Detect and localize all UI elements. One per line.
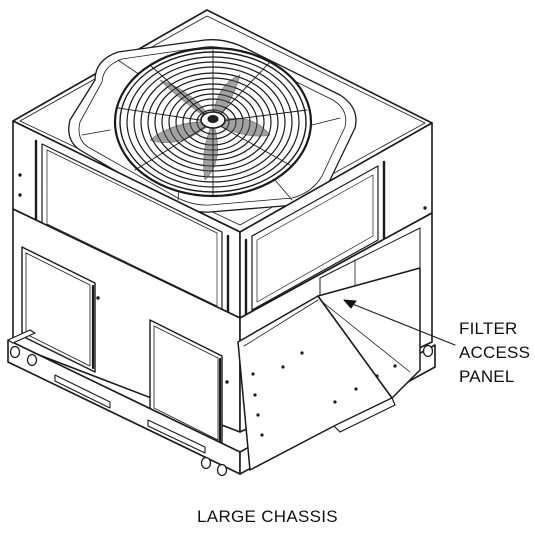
callout-line-2: ACCESS [459, 343, 531, 362]
callout-leader [343, 299, 456, 346]
upper-cabinet [12, 120, 433, 320]
callout-line-1: FILTER [459, 319, 518, 338]
filter-access-panel [237, 267, 421, 471]
figure-caption: LARGE CHASSIS [197, 507, 338, 526]
callout-line-3: PANEL [459, 367, 515, 386]
fan-guard [113, 46, 313, 198]
